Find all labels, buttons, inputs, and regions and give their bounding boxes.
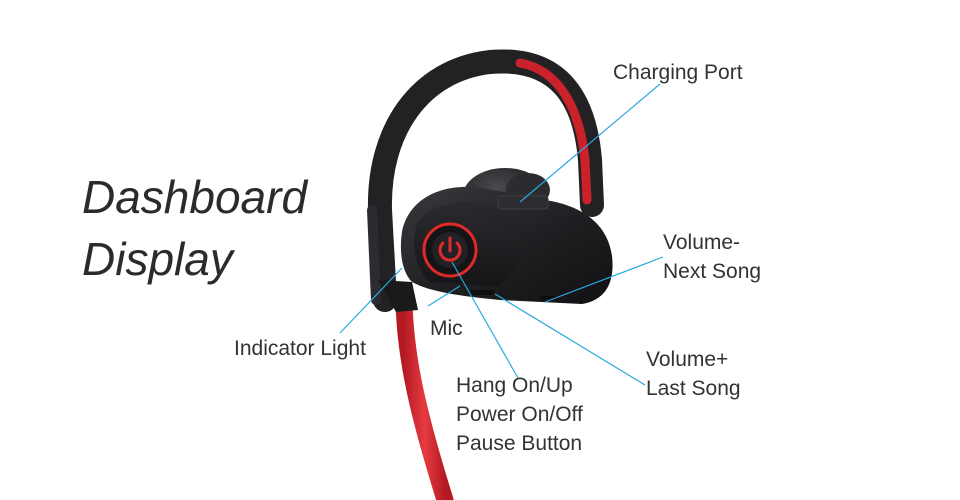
- charging-port: [497, 195, 549, 210]
- leader-indicator-light: [339, 267, 403, 334]
- leader-volume-plus: [494, 293, 646, 386]
- leader-volume-minus: [544, 256, 664, 303]
- label-power-button: Hang On/Up Power On/Off Pause Button: [456, 374, 583, 455]
- title-line-1: Dashboard: [82, 171, 308, 223]
- power-icon: [438, 236, 462, 262]
- label-mic: Mic: [430, 317, 463, 340]
- label-charging-port: Charging Port: [613, 61, 743, 84]
- label-indicator-light: Indicator Light: [234, 337, 366, 360]
- leader-power-button: [451, 261, 519, 379]
- label-volume-minus: Volume- Next Song: [663, 231, 762, 283]
- label-volume-plus: Volume+ Last Song: [646, 348, 741, 400]
- leader-charging-port: [519, 83, 661, 203]
- title-line-2: Display: [82, 233, 233, 285]
- ear-hook-red-stripe: [515, 58, 592, 205]
- cable: [395, 291, 454, 500]
- ear-hook: [367, 49, 604, 312]
- leader-lines: [339, 83, 664, 386]
- leader-mic: [427, 285, 461, 307]
